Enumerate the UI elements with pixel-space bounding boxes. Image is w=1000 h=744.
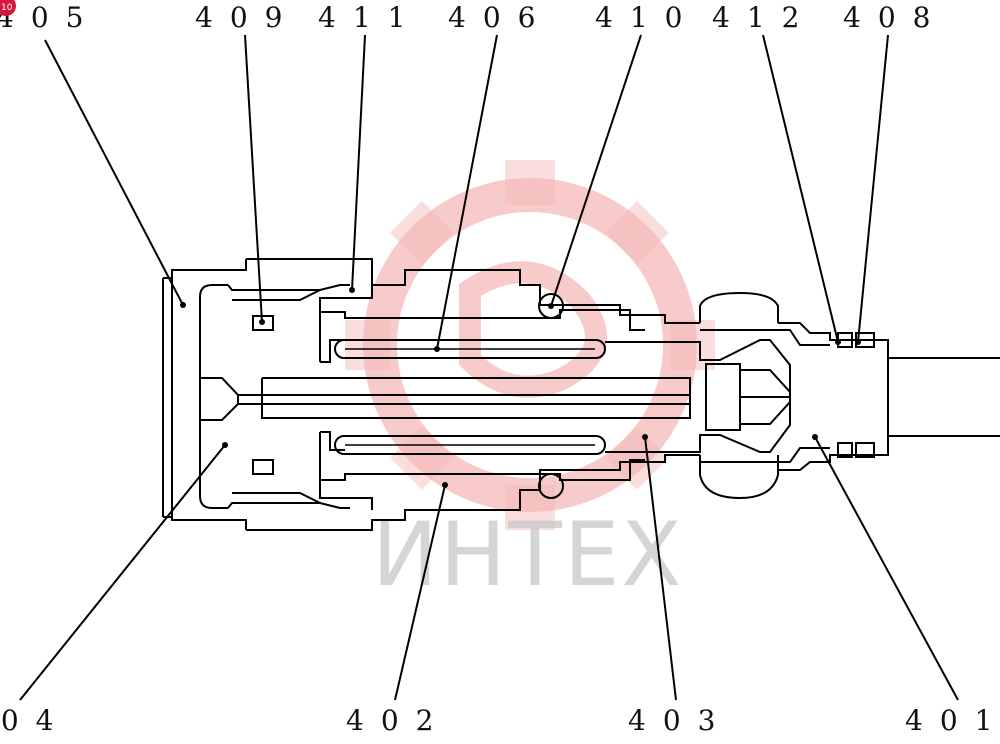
- label-404: 404: [0, 704, 70, 737]
- leader-411: [351, 34, 366, 291]
- watermark-gear-tooth: [390, 200, 454, 265]
- part-410-oring: [538, 293, 564, 499]
- part-stem: [261, 339, 691, 451]
- label-406: 406: [448, 1, 552, 34]
- watermark-gear-tooth: [605, 200, 669, 265]
- label-401: 401: [905, 704, 1000, 737]
- watermark-logo: [345, 160, 715, 530]
- watermark-inner-mark: [459, 261, 607, 398]
- watermark-gear-tooth: [505, 160, 555, 205]
- leader-404: [19, 444, 226, 701]
- leader-402: [394, 484, 446, 701]
- leader-401: [814, 436, 959, 701]
- leader-408: [857, 34, 889, 343]
- label-411: 411: [318, 1, 422, 34]
- leader-403: [644, 436, 677, 701]
- part-401-body: [699, 291, 1000, 500]
- corner-badge-text: 10: [1, 3, 13, 13]
- leader-406: [436, 34, 498, 350]
- part-404-plug: [199, 284, 350, 509]
- watermark-gear-tooth: [670, 320, 715, 370]
- label-412: 412: [712, 1, 816, 34]
- leader-412: [762, 34, 839, 343]
- watermark-gear-tooth: [605, 425, 669, 490]
- corner-badge: 10: [0, 0, 16, 16]
- watermark-text: ИНТЕХ: [372, 503, 684, 606]
- leader-410: [550, 34, 642, 307]
- watermark-gear-tooth: [505, 485, 555, 530]
- label-408: 408: [843, 1, 947, 34]
- leader-lines: [19, 34, 959, 701]
- leader-405: [44, 39, 184, 306]
- label-410: 410: [595, 1, 699, 34]
- label-402: 402: [346, 704, 450, 737]
- watermark-gear-tooth: [345, 320, 390, 370]
- label-403: 403: [628, 704, 732, 737]
- label-409: 409: [195, 1, 299, 34]
- watermark-gear-ring: [363, 178, 697, 512]
- leader-409: [244, 34, 263, 323]
- part-403-seat: [605, 339, 791, 453]
- part-406-spring: [334, 339, 606, 455]
